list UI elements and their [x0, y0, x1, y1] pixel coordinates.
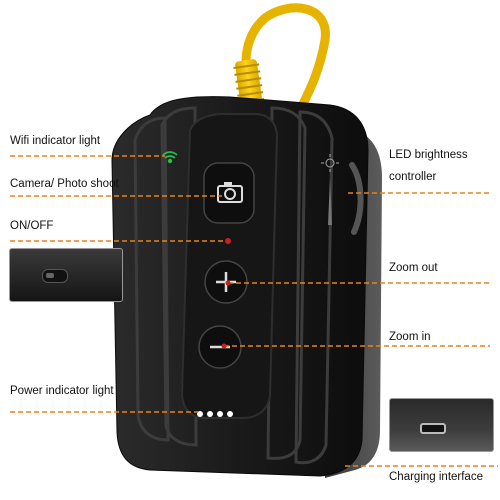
- label-onoff: ON/OFF: [10, 220, 54, 232]
- label-charging: Charging interface: [389, 471, 483, 483]
- usb-port: [420, 423, 446, 434]
- camera-icon: [217, 182, 243, 203]
- label-wifi-indicator: Wifi indicator light: [10, 135, 101, 147]
- zoom-in-button[interactable]: [198, 325, 242, 369]
- onoff-switch-closeup: [9, 248, 123, 302]
- power-slider-switch[interactable]: [42, 269, 68, 283]
- yellow-cable: [241, 3, 330, 115]
- label-zoom-in: Zoom in: [389, 331, 431, 343]
- brightness-wheel[interactable]: [321, 154, 364, 235]
- power-indicator-lights: [197, 411, 233, 417]
- device-ridges: [133, 106, 334, 465]
- leader-lines: [10, 155, 498, 467]
- charging-port-closeup: [389, 398, 494, 452]
- leader-dots: [221, 238, 231, 349]
- wifi-icon: [162, 151, 178, 164]
- label-camera: Camera/ Photo shoot: [10, 178, 119, 190]
- label-zoom-out: Zoom out: [389, 262, 438, 274]
- label-power-indicator: Power indicator light: [10, 385, 114, 397]
- camera-button[interactable]: [203, 162, 255, 224]
- sun-icon: [321, 154, 339, 172]
- label-led-brightness: LED brightness controller: [389, 149, 468, 183]
